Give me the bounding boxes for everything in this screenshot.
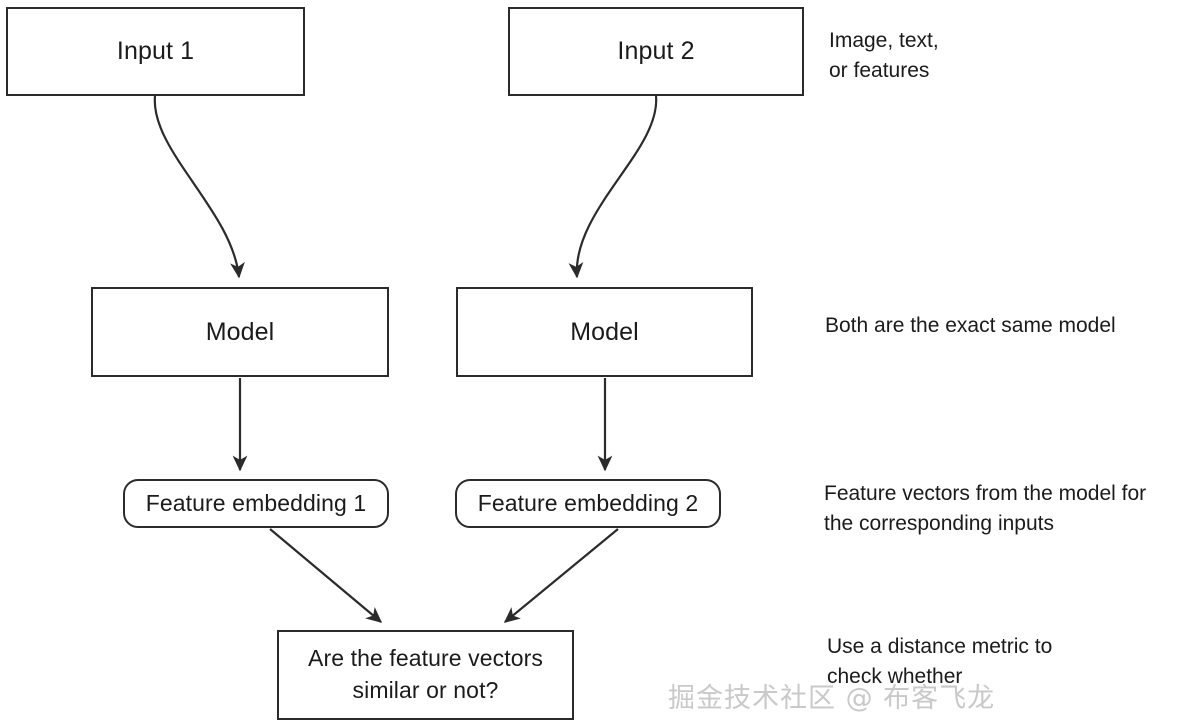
node-similarity-question[interactable]: Are the feature vectors similar or not?: [277, 630, 574, 720]
annotation-distance-metric: Use a distance metric to check whether: [827, 635, 1053, 688]
watermark-text: 掘金技术社区 @ 布客飞龙: [668, 683, 996, 714]
node-input-1-label: Input 1: [116, 37, 195, 66]
node-feature-embedding-2-label: Feature embedding 2: [477, 490, 699, 517]
node-input-2[interactable]: Input 2: [508, 7, 804, 96]
node-model-2-label: Model: [570, 317, 639, 346]
node-model-2[interactable]: Model: [456, 287, 753, 377]
node-feature-embedding-1[interactable]: Feature embedding 1: [123, 479, 389, 528]
annotation-feature-vectors: Feature vectors from the model for the c…: [824, 482, 1147, 535]
node-input-1[interactable]: Input 1: [6, 7, 305, 96]
edge-embedding-1-to-question: [269, 528, 383, 623]
node-similarity-question-label: Are the feature vectors similar or not?: [308, 645, 543, 703]
node-model-1[interactable]: Model: [91, 287, 389, 377]
edge-input-1-to-model-1: [153, 95, 245, 279]
node-model-1-label: Model: [205, 317, 275, 346]
node-input-2-label: Input 2: [617, 37, 695, 66]
edge-input-2-to-model-2: [568, 95, 658, 279]
node-feature-embedding-1-label: Feature embedding 1: [145, 490, 367, 517]
annotation-same-model: Both are the exact same model: [825, 314, 1116, 337]
edge-embedding-2-to-question: [503, 528, 619, 623]
node-feature-embedding-2[interactable]: Feature embedding 2: [455, 479, 721, 528]
annotation-inputs: Image, text, or features: [829, 29, 939, 82]
